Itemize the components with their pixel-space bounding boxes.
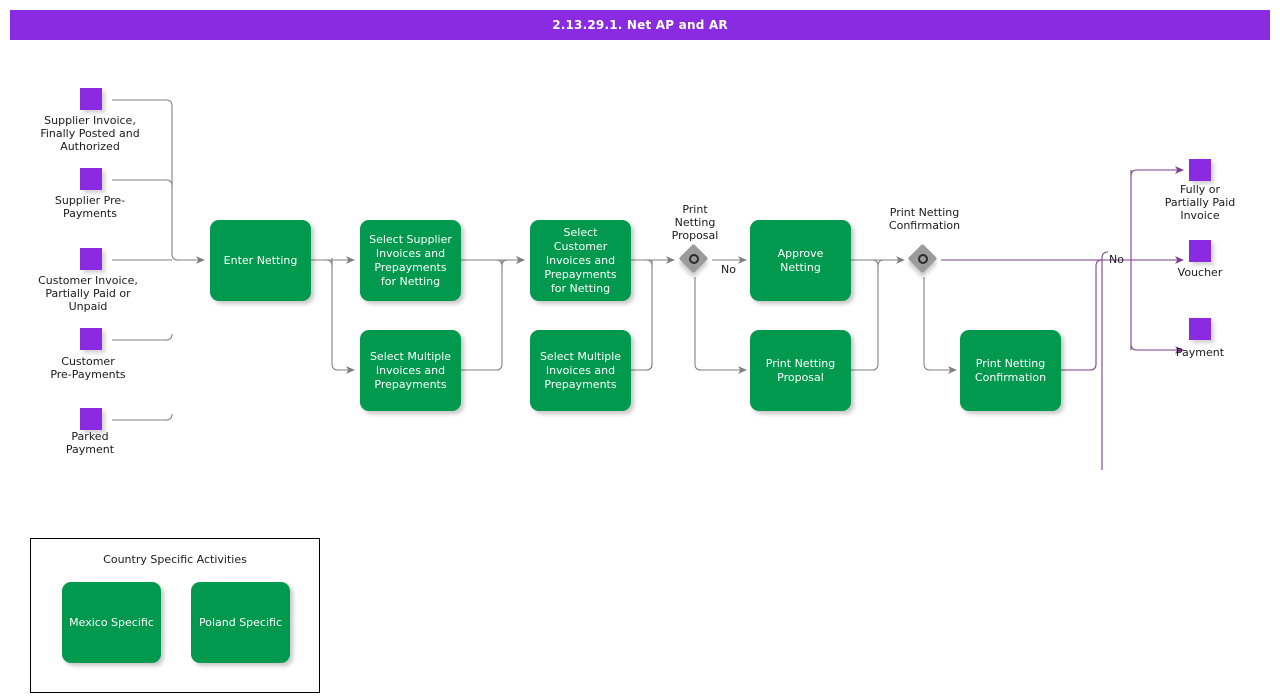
data-object-label-supplier-invoice: Supplier Invoice, Finally Posted and Aut… [40,114,140,153]
task-select-multiple-invoices-1[interactable]: Select Multiple Invoices and Prepayments [360,330,461,411]
data-object-label-voucher: Voucher [1177,266,1223,279]
data-object-customer-invoice[interactable] [80,248,102,270]
data-object-parked-payment[interactable] [80,408,102,430]
page-title: 2.13.29.1. Net AP and AR [10,10,1270,40]
task-select-supplier-invoices[interactable]: Select Supplier Invoices and Prepayments… [360,220,461,301]
data-object-label-paid-invoice: Fully or Partially Paid Invoice [1164,183,1236,222]
task-select-customer-invoices[interactable]: Select Customer Invoices and Prepayments… [530,220,631,301]
task-print-netting-confirmation[interactable]: Print Netting Confirmation [960,330,1061,411]
task-print-netting-proposal[interactable]: Print Netting Proposal [750,330,851,411]
gateway-print-netting-proposal[interactable] [678,243,710,275]
data-object-label-parked-payment: Parked Payment [65,430,115,456]
data-object-voucher[interactable] [1189,240,1211,262]
gateway-label-print-netting-proposal: Print Netting Proposal [671,203,719,242]
task-select-multiple-invoices-2[interactable]: Select Multiple Invoices and Prepayments [530,330,631,411]
task-enter-netting[interactable]: Enter Netting [210,220,311,301]
gateway-print-netting-confirmation[interactable] [907,243,939,275]
data-object-label-customer-prepayments: Customer Pre-Payments [50,355,126,381]
legend-title: Country Specific Activities [103,553,247,566]
data-object-payment[interactable] [1189,318,1211,340]
data-object-paid-invoice[interactable] [1189,159,1211,181]
legend-item-mexico-specific[interactable]: Mexico Specific [62,582,161,663]
data-object-label-customer-invoice: Customer Invoice, Partially Paid or Unpa… [38,274,138,313]
legend-country-specific-activities: Country Specific Activities Mexico Speci… [30,538,320,693]
edge-label-no-proposal: No [721,263,736,276]
gateway-label-print-netting-confirmation: Print Netting Confirmation [888,206,961,232]
legend-item-poland-specific[interactable]: Poland Specific [191,582,290,663]
gateway-circle-icon [688,253,699,264]
data-object-label-supplier-prepayments: Supplier Pre- Payments [54,194,126,220]
data-object-customer-prepayments[interactable] [80,328,102,350]
edge-label-no-confirmation: No [1109,253,1124,266]
data-object-supplier-prepayments[interactable] [80,168,102,190]
task-approve-netting[interactable]: Approve Netting [750,220,851,301]
data-object-label-payment: Payment [1175,346,1225,359]
gateway-circle-icon [917,253,928,264]
data-object-supplier-invoice[interactable] [80,88,102,110]
